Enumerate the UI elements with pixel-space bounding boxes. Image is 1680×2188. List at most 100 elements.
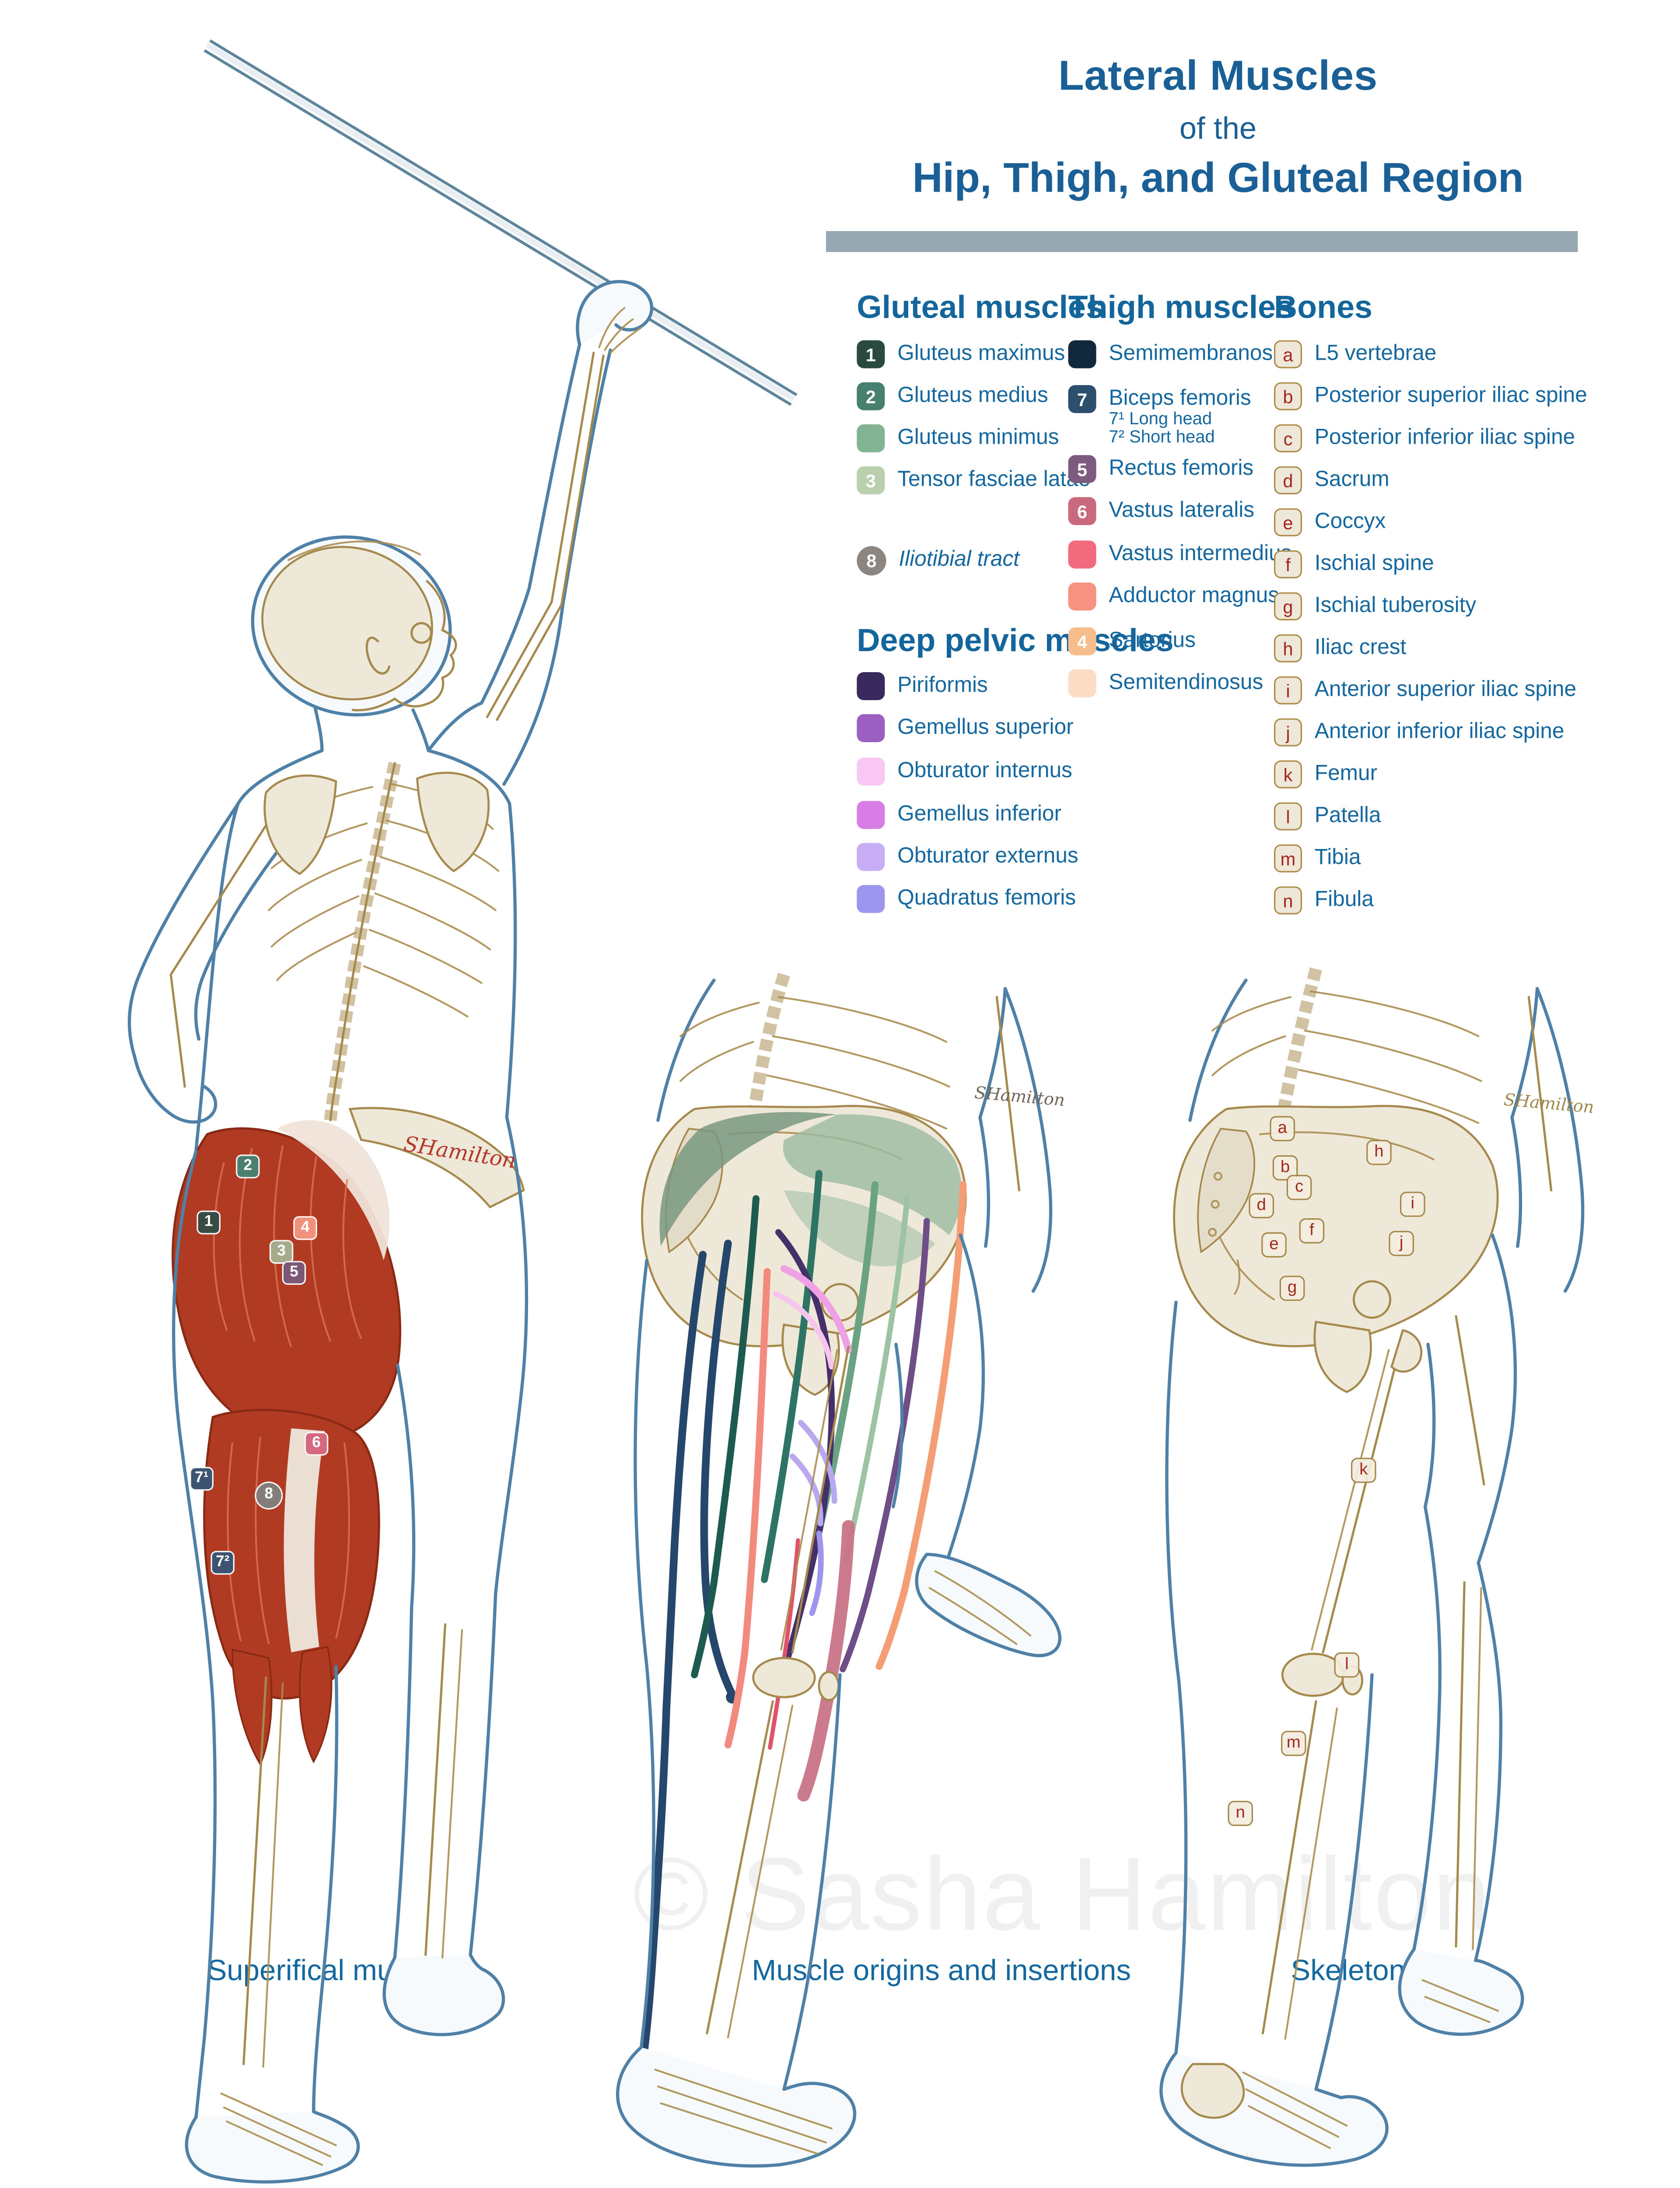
- origin-patch-light-green: [783, 1114, 962, 1235]
- mid-tibia: [706, 1700, 774, 2034]
- sk-coccyx: [1234, 1259, 1241, 1295]
- sk-side-outline: [1510, 987, 1539, 1119]
- strand-biceps-femoris: [700, 1239, 736, 1698]
- skull-suture: [287, 540, 421, 561]
- origin-patch-sage: [784, 1190, 935, 1266]
- figure-superficial-muscles: [127, 39, 798, 2184]
- muscle-marker-5: 5: [282, 1261, 306, 1285]
- mid-foot: [616, 2045, 857, 2168]
- legend-item-label: Rectus femoris: [1109, 456, 1254, 480]
- muscle-swatch: [1068, 582, 1096, 611]
- bone-marker-m: m: [1281, 1731, 1306, 1756]
- bone-letter-badge: e: [1274, 508, 1302, 536]
- bone-marker-j: j: [1389, 1231, 1414, 1256]
- legend-item: Gemellus superior: [857, 713, 1074, 743]
- legend-item-label: Adductor magnus: [1109, 584, 1279, 608]
- legend-subitem: 7¹ Long head: [1109, 409, 1212, 429]
- face-profile: [393, 580, 457, 708]
- sk-tibia: [1261, 1700, 1317, 2034]
- hamstring-tail-lateral: [299, 1645, 332, 1764]
- left-hand-outline: [133, 1054, 217, 1124]
- sacral-foramen-2: [1211, 1199, 1220, 1209]
- mid-trail-foot: [915, 1553, 1062, 1658]
- spine-line: [329, 762, 396, 1122]
- legend-item-label: Semimembranosus: [1109, 341, 1296, 366]
- legend-item: Semimembranosus: [1068, 339, 1296, 369]
- page-title-region: Hip, Thigh, and Gluteal Region: [912, 155, 1524, 202]
- neck-left: [313, 705, 324, 752]
- trail-tibia: [424, 1623, 447, 1956]
- humerus2: [496, 603, 563, 721]
- strand-lavender: [789, 1420, 837, 1527]
- bone-marker-k: k: [1351, 1458, 1376, 1483]
- bone-letter-badge: i: [1274, 676, 1302, 705]
- sk-spine: [1276, 967, 1322, 1119]
- raised-arm-outer: [502, 348, 612, 786]
- sacral-foramen-3: [1208, 1227, 1217, 1237]
- muscle-swatch: [1068, 540, 1096, 569]
- legend-item: Quadratus femoris: [857, 884, 1076, 914]
- bone-marker-c: c: [1286, 1175, 1312, 1200]
- legend-item: Gluteus minimus: [857, 423, 1059, 453]
- legend-item-label: Gluteus maximus: [897, 341, 1065, 366]
- muscle-marker-2: 2: [236, 1154, 260, 1178]
- scapula-right: [416, 771, 490, 873]
- trail-foot: [382, 1953, 505, 2037]
- bone-marker-d: d: [1249, 1193, 1274, 1218]
- mid-ribs-left: [679, 1002, 760, 1082]
- jaw: [351, 698, 396, 712]
- sk-humerus: [1527, 996, 1553, 1192]
- legend-item-label: Posterior superior iliac spine: [1314, 383, 1587, 408]
- muscle-swatch: 7: [1068, 385, 1096, 413]
- muscle-swatch: [1068, 669, 1096, 698]
- mid-arm-outer: [1003, 987, 1053, 1293]
- muscle-swatch: 3: [857, 466, 885, 494]
- mid-trail-inner: [891, 1343, 904, 1508]
- legend-item-label: Iliotibial tract: [899, 547, 1020, 572]
- mid-trail-outer: [945, 1233, 985, 1564]
- page-subtitle: of the: [1179, 110, 1257, 146]
- legend-item-label: Anterior inferior iliac spine: [1314, 719, 1564, 744]
- sk-greater-trochanter: [1390, 1329, 1423, 1373]
- sk-arm-outer: [1535, 987, 1585, 1293]
- figure-skeleton: [1159, 967, 1585, 2167]
- standing-foot: [185, 2110, 360, 2184]
- mid-leg-inner: [782, 1673, 842, 2091]
- bone-marker-i: i: [1400, 1192, 1425, 1217]
- strand-pink: [780, 1265, 852, 1353]
- sk-trail-inner: [1423, 1343, 1436, 1508]
- muscle-swatch: [1068, 340, 1096, 368]
- bone-marker-g: g: [1279, 1276, 1305, 1301]
- legend-item: Obturator externus: [857, 842, 1078, 872]
- sk-arm-inner: [1510, 1115, 1522, 1248]
- muscle-swatch: [857, 672, 885, 700]
- hand-outline: [576, 280, 654, 346]
- page-title: Lateral Muscles: [1058, 53, 1378, 100]
- mid-spine: [747, 973, 790, 1119]
- sk-leg-outer: [1165, 1301, 1188, 2055]
- radius: [550, 351, 595, 603]
- legend-item-label: Gemellus inferior: [897, 802, 1062, 826]
- javelin-shaft-fill: [206, 42, 795, 402]
- mid-ribs-right: [766, 996, 950, 1130]
- muscle-swatch: [857, 757, 885, 786]
- legend-item-label: Gluteus medius: [897, 383, 1048, 408]
- sk-trail-femur: [1455, 1315, 1485, 1486]
- bone-letter-badge: d: [1274, 466, 1302, 494]
- hamstring-tail-medial: [231, 1648, 273, 1767]
- sk-trail-fibula: [1472, 1587, 1482, 1950]
- bone-marker-e: e: [1261, 1232, 1287, 1258]
- mid-arm-inner: [978, 1115, 990, 1248]
- sk-ischial-tuberosity: [1313, 1321, 1372, 1393]
- strand-orange: [875, 1181, 967, 1670]
- origin-patch-dark-green: [659, 1112, 837, 1246]
